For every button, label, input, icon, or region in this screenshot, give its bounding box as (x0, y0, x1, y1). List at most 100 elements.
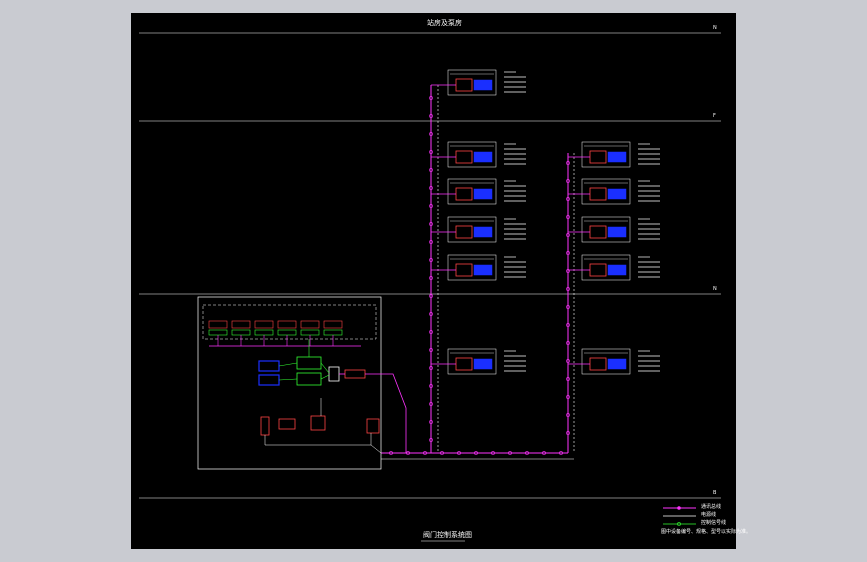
bus-marker-bottom (559, 451, 563, 455)
unit-valve-panel (473, 226, 493, 238)
unit-controller-box (455, 263, 473, 277)
cad-viewport[interactable]: 站房及泵房 阀门控制系统图 N F N B 通讯总线 电源线 控制信号线 图中设… (131, 13, 751, 549)
level-tag-2: F (713, 113, 716, 119)
cabinet-module-1 (208, 320, 228, 346)
bus-marker-left (429, 276, 433, 280)
bus-marker-right (566, 197, 570, 201)
wire-2 (278, 378, 298, 381)
bus-marker-bottom (389, 451, 393, 455)
bus-marker-left (429, 96, 433, 100)
legend-note: 图中设备编号、规格、型号以实际为准。 (661, 529, 752, 535)
unit-controller-box (455, 187, 473, 201)
module-box (231, 320, 251, 329)
unit-valve-panel (473, 358, 493, 370)
unit-controller-box (455, 78, 473, 92)
server-panel-1 (258, 360, 280, 372)
wire-6 (264, 433, 372, 446)
unit-valve-panel (607, 358, 627, 370)
bus-marker-left (429, 258, 433, 262)
system-diagram (139, 32, 721, 542)
bus-marker-left (429, 240, 433, 244)
bus-marker-right (566, 305, 570, 309)
wire-1 (278, 362, 298, 367)
unit-controller-box (455, 150, 473, 164)
wire-3 (320, 362, 330, 374)
unit-controller-box (589, 263, 607, 277)
bus-marker-bottom (525, 451, 529, 455)
legend-label-3: 控制信号线 (701, 520, 727, 526)
unit-frame (581, 141, 631, 168)
left-valve-unit-3 (431, 178, 526, 205)
workstation-unit (310, 415, 326, 431)
bus-marker-left (429, 132, 433, 136)
module-box (254, 320, 274, 329)
unit-valve-panel (473, 79, 493, 91)
unit-controller-box (589, 187, 607, 201)
module-io (254, 329, 274, 336)
unit-frame (447, 178, 497, 205)
cabinet-module-group (208, 320, 361, 347)
alarm-unit (366, 418, 380, 434)
unit-valve-panel (607, 264, 627, 276)
unit-valve-panel (607, 226, 627, 238)
left-valve-unit-5 (431, 254, 526, 281)
ups-unit (260, 416, 270, 436)
bus-marker-right (566, 377, 570, 381)
server-panel-2 (258, 374, 280, 386)
cabinet-module-3 (254, 320, 274, 346)
bus-marker-right (566, 359, 570, 363)
bus-marker-left (429, 222, 433, 226)
bus-marker-bottom (440, 451, 444, 455)
bus-marker-left (429, 420, 433, 424)
right-unit-group (568, 141, 660, 375)
switch-box-1 (296, 356, 322, 370)
legend-symbols (663, 506, 696, 526)
unit-valve-panel (473, 151, 493, 163)
unit-valve-panel (607, 151, 627, 163)
drawing-bottom-title: 阀门控制系统图 (423, 531, 472, 539)
unit-valve-panel (473, 264, 493, 276)
bus-marker-bottom (474, 451, 478, 455)
bus-marker-left (429, 168, 433, 172)
bus-marker-left (429, 348, 433, 352)
legend-label-1: 通讯总线 (701, 504, 722, 510)
bus-marker-right (566, 287, 570, 291)
unit-frame (447, 348, 497, 375)
level-tag-3: N (713, 286, 717, 292)
unit-controller-box (589, 225, 607, 239)
bus-marker-left (429, 384, 433, 388)
left-valve-unit-4 (431, 216, 526, 243)
bus-marker-right (566, 431, 570, 435)
unit-frame (581, 348, 631, 375)
bus-marker-right (566, 215, 570, 219)
module-box (208, 320, 228, 329)
converter-box (344, 369, 366, 379)
right-valve-unit-3 (568, 216, 660, 243)
module-box (300, 320, 320, 329)
cabinet-module-4 (277, 320, 297, 346)
router-box (328, 366, 340, 382)
module-io (208, 329, 228, 336)
module-io (300, 329, 320, 336)
control-cabinet-frame (202, 304, 377, 340)
cabinet-module-6 (323, 320, 343, 346)
wire-4 (320, 374, 330, 380)
drawing-top-title: 站房及泵房 (427, 19, 462, 27)
bus-marker-left (429, 330, 433, 334)
bus-marker-right (566, 323, 570, 327)
unit-frame (447, 216, 497, 243)
unit-controller-box (589, 150, 607, 164)
left-unit-group (431, 69, 526, 375)
module-box (277, 320, 297, 329)
right-valve-unit-5 (568, 348, 660, 375)
module-box (323, 320, 343, 329)
bus-marker-group (389, 96, 570, 455)
right-valve-unit-1 (568, 141, 660, 168)
wire-7 (370, 444, 382, 454)
bus-marker-left (429, 186, 433, 190)
level-tag-4: B (713, 490, 717, 496)
unit-frame (581, 178, 631, 205)
cabinet-module-5 (300, 320, 320, 346)
bus-marker-bottom (457, 451, 461, 455)
wire-trunk (365, 373, 431, 454)
